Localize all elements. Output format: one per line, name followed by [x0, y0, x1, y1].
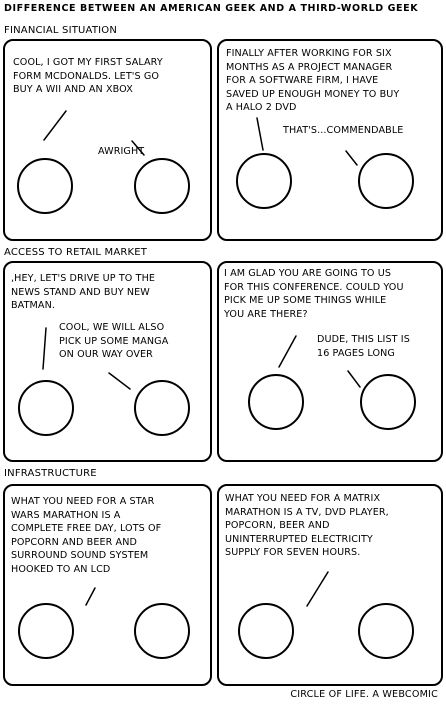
stick-figure-head: [18, 603, 74, 659]
stick-figure-head: [134, 380, 190, 436]
panel-retail-thirdworld: [217, 261, 443, 462]
speech-infrastructure-american-1: WHAT YOU NEED FOR A STAR WARS MARATHON I…: [11, 496, 162, 575]
stick-figure-head: [358, 153, 414, 209]
section-heading-financial: FINANCIAL SITUATION: [4, 25, 118, 36]
stick-figure-head: [17, 158, 73, 214]
speech-financial-american-1: COOL, I GOT MY FIRST SALARY FORM MCDONAL…: [13, 57, 163, 95]
speech-retail-american-1: ,HEY, LET'S DRIVE UP TO THE NEWS STAND A…: [11, 273, 156, 311]
speech-retail-thirdworld-2: DUDE, THIS LIST IS 16 PAGES LONG: [317, 334, 410, 359]
stick-figure-head: [134, 158, 190, 214]
speech-retail-thirdworld-1: I AM GLAD YOU ARE GOING TO US FOR THIS C…: [224, 268, 404, 320]
stick-figure-head: [236, 153, 292, 209]
stick-figure-head: [238, 603, 294, 659]
section-heading-infrastructure: INFRASTRUCTURE: [4, 468, 97, 479]
speech-financial-thirdworld-1: FINALLY AFTER WORKING FOR SIX MONTHS AS …: [226, 48, 400, 113]
speech-retail-american-2: COOL, WE WILL ALSO PICK UP SOME MANGA ON…: [59, 322, 169, 360]
speech-financial-thirdworld-2: THAT'S...COMMENDABLE: [283, 125, 404, 136]
stick-figure-head: [358, 603, 414, 659]
comic-title: DIFFERENCE BETWEEN AN AMERICAN GEEK AND …: [4, 3, 419, 14]
comic-footer: CIRCLE OF LIFE. A WEBCOMIC: [290, 689, 438, 700]
speech-infrastructure-thirdworld-1: WHAT YOU NEED FOR A MATRIX MARATHON IS A…: [225, 493, 389, 558]
stick-figure-head: [360, 374, 416, 430]
stick-figure-head: [134, 603, 190, 659]
speech-financial-american-2: AWRIGHT: [98, 146, 145, 157]
stick-figure-head: [248, 374, 304, 430]
stick-figure-head: [18, 380, 74, 436]
section-heading-retail: ACCESS TO RETAIL MARKET: [4, 247, 148, 258]
